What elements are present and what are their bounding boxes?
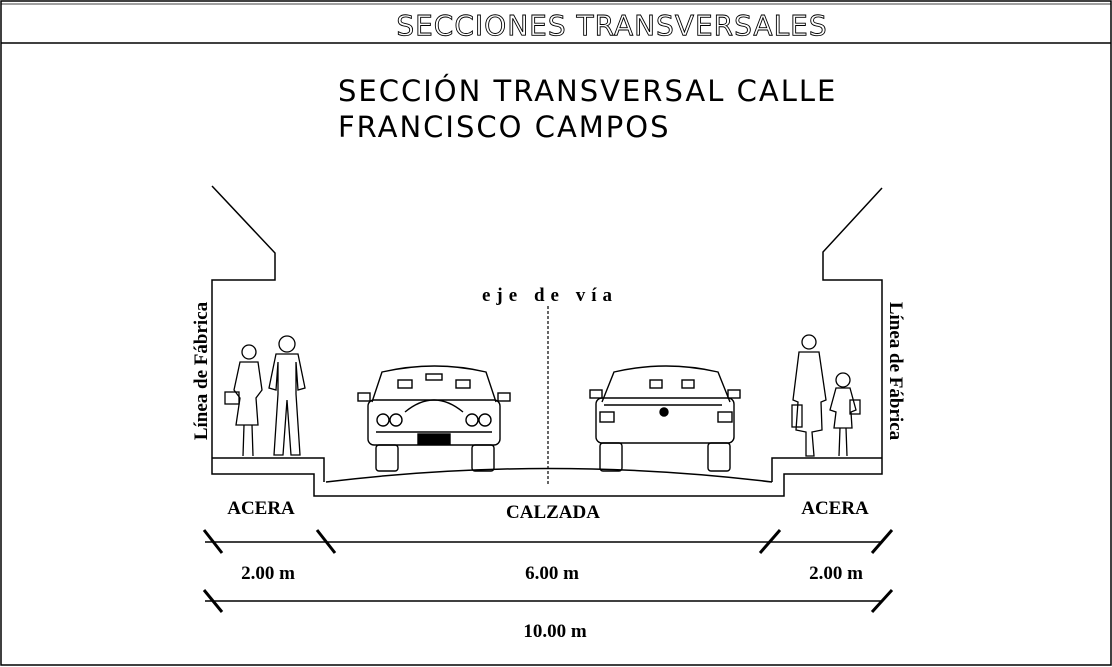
car-rear-icon: [589, 365, 741, 472]
right-curb: [771, 457, 882, 482]
roadway-label: CALZADA: [506, 502, 600, 523]
center-width-label: 6.00 m: [525, 563, 579, 584]
section-title-line2: FRANCISCO CAMPOS: [338, 110, 671, 144]
road-profile: [211, 458, 883, 497]
right-sidewalk-label: ACERA: [801, 498, 869, 519]
left-building-line-label: Línea de Fábrica: [191, 301, 212, 440]
right-building-line-label: Línea de Fábrica: [885, 302, 906, 441]
section-title-line1: SECCIÓN TRANSVERSAL CALLE: [338, 74, 837, 108]
right-building-outline: [822, 187, 883, 458]
pedestrian-woman-child-icon: [791, 334, 861, 457]
pedestrian-couple-icon: [224, 335, 306, 457]
right-width-label: 2.00 m: [809, 563, 863, 584]
left-sidewalk-label: ACERA: [227, 498, 295, 519]
road-surface-crown: [325, 467, 773, 483]
left-building-outline: [211, 185, 276, 458]
header-title: SECCIONES TRANSVERSALES: [396, 9, 827, 42]
left-width-label: 2.00 m: [241, 563, 295, 584]
total-width-label: 10.00 m: [523, 621, 587, 642]
axis-label: eje de vía: [482, 285, 618, 306]
total-dimension-line: [202, 588, 894, 614]
partial-dimension-line: [202, 529, 894, 554]
car-front-icon: [357, 365, 511, 472]
left-curb: [212, 457, 325, 482]
